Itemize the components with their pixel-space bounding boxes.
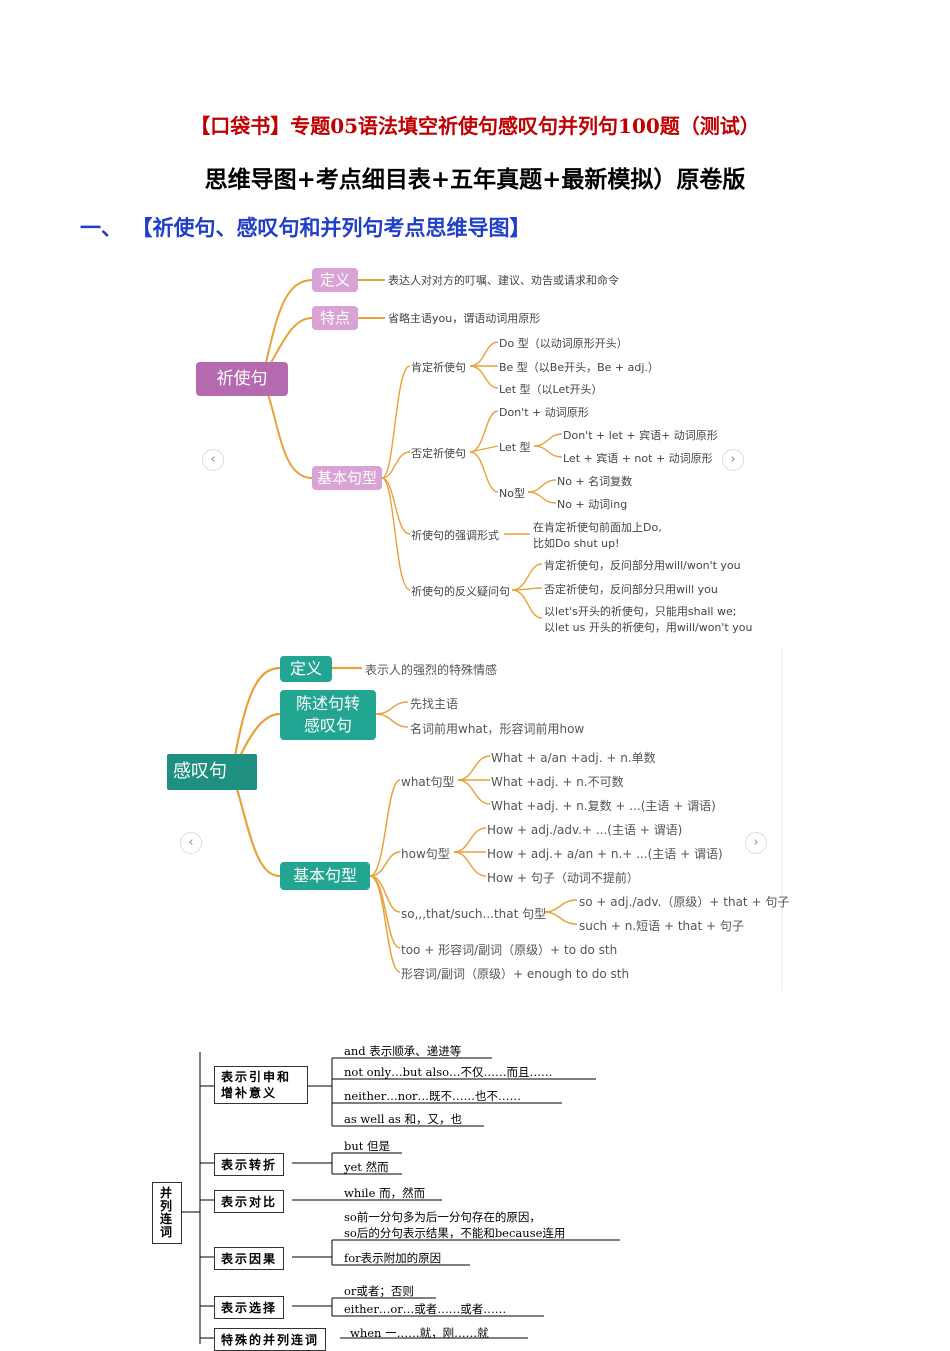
category-node: 表示引申和增补意义 [214,1066,308,1104]
negative-let-item: Don't + let + 宾语+ 动词原形 [563,429,718,442]
section-number: 一、 [80,215,122,240]
negative-no-item: No + 名词复数 [557,475,633,488]
exclamatory-definition-tag: 定义 [280,656,332,682]
category-item: while 而，然而 [344,1186,426,1200]
exclamatory-definition-text: 表示人的强烈的特殊情感 [365,663,498,677]
map2-prev-button[interactable]: ‹ [180,832,202,854]
document-title: 【口袋书】专题05语法填空祈使句感叹句并列句100题（测试） [190,114,760,138]
positive-item: Do 型（以动词原形开头） [499,337,628,350]
imperative-feature-text: 省略主语you，谓语动词用原形 [388,312,541,325]
emphasis-text: 在肯定祈使句前面加上Do, [533,521,662,534]
conversion-tag-line: 感叹句 [303,716,352,735]
exclamatory-conversion-tag: 陈述句转 感叹句 [280,690,376,740]
category-item: for表示附加的原因 [344,1251,442,1265]
tag-question-item: 否定祈使句，反问部分只用will you [544,583,718,596]
so-that-label: so,,,that/such...that 句型 [401,907,547,921]
category-item: as well as 和，又，也 [344,1112,462,1126]
category-item: and 表示顺承、递进等 [344,1044,462,1058]
what-item: What + a/an +adj. + n.单数 [491,751,656,765]
so-that-item: such + n.短语 + that + 句子 [579,919,744,933]
what-pattern-label: what句型 [401,775,455,789]
map1-next-button[interactable]: › [722,449,744,471]
emphasis-label: 祈使句的强调形式 [411,529,499,542]
map2-next-button[interactable]: › [745,832,767,854]
positive-item: Be 型（以Be开头，Be + adj.） [499,361,659,374]
conversion-item: 名词前用what，形容词前用how [410,722,585,736]
negative-no-label: No型 [499,487,525,500]
tag-question-item: 肯定祈使句，反问部分用will/won't you [544,559,741,572]
category-item: not only…but also…不仅……而且…… [344,1065,553,1079]
imperative-basic-tag: 基本句型 [312,466,382,490]
category-item: neither…nor…既不……也不…… [344,1089,522,1103]
category-item: but 但是 [344,1139,391,1153]
imperative-feature-tag: 特点 [312,306,358,330]
imperative-definition-text: 表达人对对方的叮嘱、建议、劝告或请求和命令 [388,274,619,287]
imperative-definition-tag: 定义 [312,268,358,292]
tag-question-item: 以let us 开头的祈使句，用will/won't you [544,621,753,634]
document-subtitle: 思维导图+考点细目表+五年真题+最新模拟）原卷版 [204,166,746,193]
how-item: How + 句子（动词不提前） [487,871,639,885]
imperative-root-node: 祈使句 [196,362,288,396]
enough-pattern: 形容词/副词（原级）+ enough to do sth [401,967,630,981]
how-item: How + adj./adv.+ ...(主语 + 谓语) [487,823,683,837]
negative-let-item: Let + 宾语 + not + 动词原形 [563,452,713,465]
emphasis-text: 比如Do shut up! [533,537,620,550]
conversion-item: 先找主语 [410,697,459,711]
how-pattern-label: how句型 [401,847,450,861]
negative-let-label: Let 型 [499,441,531,454]
category-node: 表示选择 [214,1296,285,1319]
category-node: 特殊的并列连词 [214,1328,327,1351]
tag-question-label: 祈使句的反义疑问句 [411,585,510,598]
category-item: either…or…或者……或者…… [344,1302,507,1316]
what-item: What +adj. + n.复数 + ...(主语 + 谓语) [491,799,716,813]
section-heading: 一、【祈使句、感叹句和并列句考点思维导图】 [80,212,531,242]
section-title: 【祈使句、感叹句和并列句考点思维导图】 [142,215,531,240]
map1-prev-button[interactable]: ‹ [202,449,224,471]
how-item: How + adj.+ a/an + n.+ ...(主语 + 谓语) [487,847,723,861]
exclamatory-basic-tag: 基本句型 [280,862,370,890]
category-label: 表示引申和增补意义 [221,1070,292,1100]
positive-item: Let 型（以Let开头） [499,383,603,396]
tag-question-item: 以let's开头的祈使句，只能用shall we; [544,605,737,618]
category-item: so前一分句多为后一分句存在的原因， [344,1210,541,1224]
category-item: or或者；否则 [344,1284,414,1298]
negative-imperative-label: 否定祈使句 [411,447,466,460]
so-that-item: so + adj./adv.（原级）+ that + 句子 [579,895,790,909]
conversion-tag-line: 陈述句转 [295,694,360,713]
category-item: so后的分句表示结果，不能和because连用 [344,1226,566,1240]
negative-dont-item: Don't + 动词原形 [499,406,589,419]
coordinating-root-label: 并列连词 [159,1186,172,1239]
category-item: when 一……就，刚……就 [350,1326,489,1340]
too-pattern: too + 形容词/副词（原级）+ to do sth [401,943,618,957]
exclamatory-root-node: 感叹句 [167,754,257,790]
category-node: 表示对比 [214,1190,285,1213]
negative-no-item: No + 动词ing [557,498,628,511]
category-node: 表示因果 [214,1247,285,1270]
positive-imperative-label: 肯定祈使句 [411,361,466,374]
category-item: yet 然而 [344,1160,389,1174]
what-item: What +adj. + n.不可数 [491,775,624,789]
category-node: 表示转折 [214,1153,285,1176]
coordinating-root-node: 并列连词 [152,1182,182,1244]
